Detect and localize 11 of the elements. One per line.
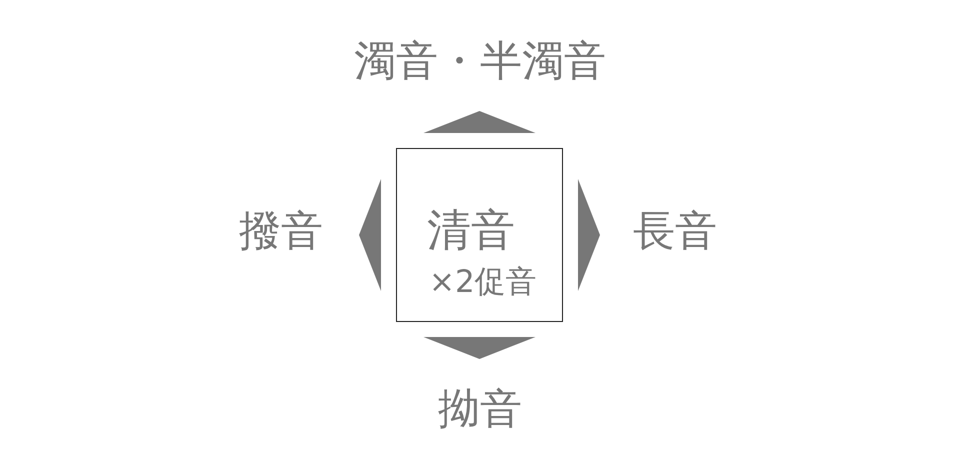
arrow	[424, 111, 536, 133]
box-note: ×2促音	[429, 267, 537, 298]
arrow	[578, 179, 600, 291]
category-label: 長音	[622, 204, 728, 258]
arrow	[424, 337, 536, 359]
arrow	[359, 179, 381, 291]
box-title: 清音	[427, 209, 515, 253]
category-label: 拗音	[426, 382, 534, 436]
category-label: 撥音	[228, 204, 334, 258]
category-label: 濁音・半濁音	[320, 36, 640, 86]
syllable-box	[396, 148, 563, 322]
